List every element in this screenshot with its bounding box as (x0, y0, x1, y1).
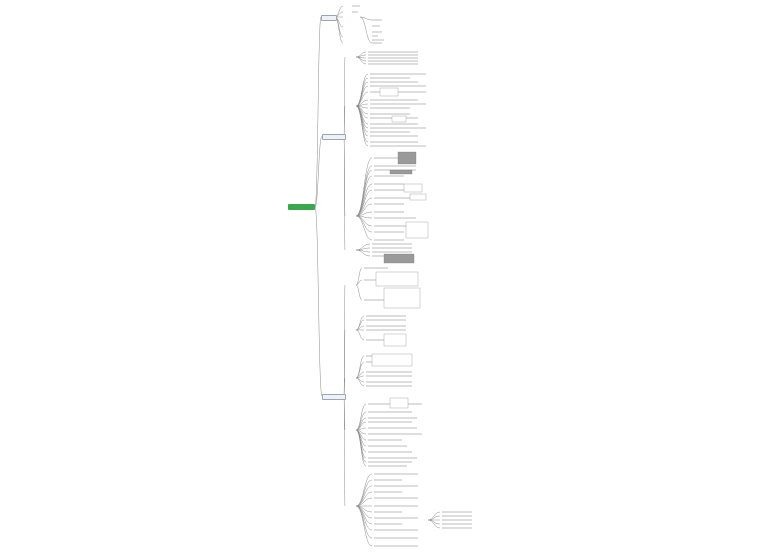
path-35 (355, 215, 373, 241)
path-41 (355, 279, 363, 286)
path-39 (355, 249, 371, 257)
path-53 (355, 377, 365, 387)
node-diagram (391, 115, 407, 123)
path-9 (355, 81, 369, 107)
path-44 (355, 319, 365, 331)
path-40 (355, 267, 363, 286)
branch-node-3[interactable] (322, 394, 346, 400)
path-69 (355, 491, 373, 507)
path-67 (355, 479, 373, 507)
root-node[interactable] (288, 204, 315, 210)
node-diagram (405, 221, 429, 239)
connector-branch-3 (314, 206, 323, 397)
image-block-2 (389, 169, 413, 175)
image-block-3 (383, 253, 415, 264)
path-65 (355, 429, 367, 467)
path-23 (355, 157, 373, 217)
path-7 (355, 73, 369, 107)
image-block-1 (397, 151, 417, 165)
path-76 (355, 505, 373, 539)
path-0 (359, 16, 373, 21)
connector-branch-2 (314, 135, 323, 208)
path-66 (355, 473, 373, 507)
node-diagram (389, 397, 409, 409)
node-diagram (375, 271, 419, 287)
path-82 (427, 519, 441, 529)
path-37 (355, 247, 371, 251)
connector-branch-1 (314, 16, 322, 208)
path-1 (359, 16, 373, 44)
path-21 (355, 105, 369, 143)
path-49 (355, 361, 365, 379)
path-47 (355, 329, 365, 341)
path-22 (355, 105, 369, 147)
branch-node-1[interactable] (321, 15, 337, 21)
branch-node-2[interactable] (322, 134, 346, 140)
path-25 (355, 169, 373, 217)
path-42 (355, 284, 363, 301)
node-diagram (403, 183, 423, 193)
node-diagram (383, 287, 421, 309)
path-6 (355, 56, 367, 65)
path-28 (355, 189, 373, 217)
node-diagram (383, 333, 407, 347)
path-3 (355, 54, 367, 58)
path-63 (355, 429, 367, 459)
path-20 (355, 105, 369, 137)
path-34 (355, 215, 373, 233)
path-55 (355, 411, 367, 431)
node-diagram (409, 193, 427, 201)
node-diagram (371, 353, 413, 367)
path-8 (355, 77, 369, 107)
node-diagram (379, 87, 399, 97)
